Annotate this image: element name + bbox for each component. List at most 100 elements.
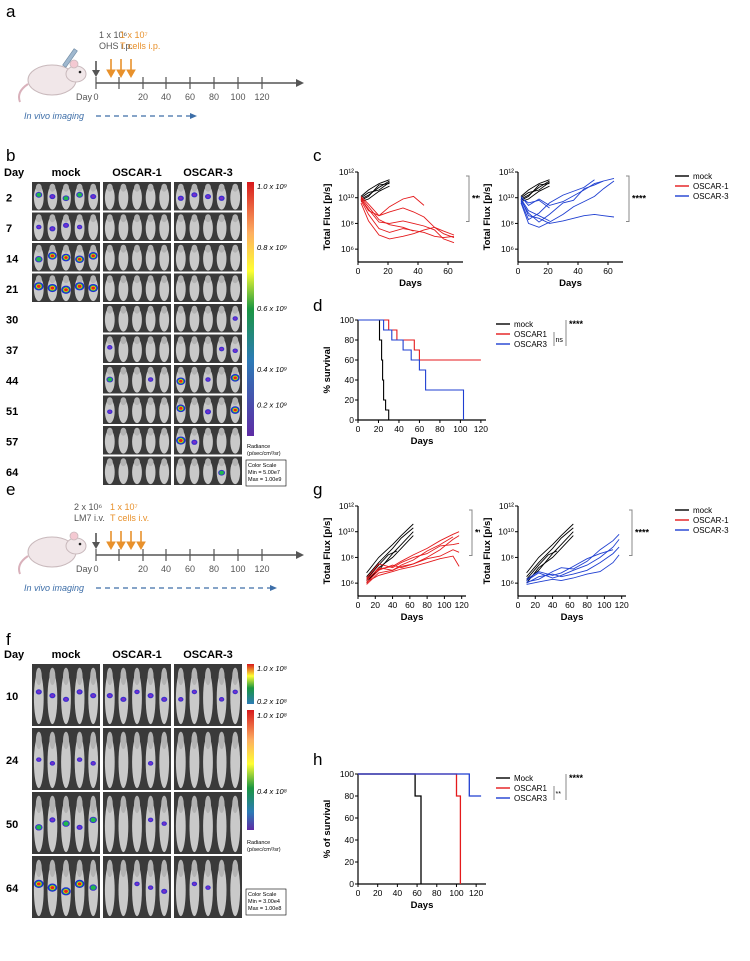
y-axis-label: % survival bbox=[322, 347, 333, 394]
panel-letter-g: g bbox=[313, 480, 323, 499]
series-line bbox=[360, 197, 414, 232]
x-tick-label: 60 bbox=[415, 424, 425, 434]
tumor-dose: 2 x 10⁶ bbox=[74, 502, 103, 512]
tumor-route: OHS i.p. bbox=[99, 41, 133, 51]
x-tick-label: 40 bbox=[393, 888, 403, 898]
y-tick-label: 10⁸ bbox=[501, 218, 514, 228]
mouse-image bbox=[103, 243, 171, 272]
series-line bbox=[366, 555, 460, 583]
timeline-tick: 40 bbox=[161, 564, 171, 574]
legend-entry: OSCAR-1 bbox=[693, 516, 729, 525]
series-line bbox=[366, 531, 414, 581]
mouse-image bbox=[103, 395, 171, 424]
y-tick-label: 40 bbox=[345, 375, 355, 385]
series-line bbox=[526, 527, 574, 577]
timeline-tick: 120 bbox=[254, 92, 269, 102]
mouse-image bbox=[103, 334, 171, 363]
radiance-label: Radiance bbox=[247, 444, 270, 450]
series-line bbox=[366, 550, 398, 580]
x-tick-label: 40 bbox=[413, 266, 423, 276]
day-label: 14 bbox=[6, 253, 19, 265]
color-scale-text: Max = 1.00e9 bbox=[248, 477, 281, 483]
timeline-tick: 80 bbox=[209, 92, 219, 102]
tumor-injection-arrow bbox=[92, 61, 100, 77]
series-line bbox=[360, 179, 390, 197]
mouse-image bbox=[103, 273, 171, 302]
y-axis-label: Total Flux [p/s] bbox=[322, 518, 333, 585]
series-line bbox=[366, 535, 460, 584]
x-tick-label: 60 bbox=[603, 266, 613, 276]
x-tick-label: 80 bbox=[432, 888, 442, 898]
x-tick-label: 60 bbox=[443, 266, 453, 276]
legend-entry: OSCAR3 bbox=[514, 340, 547, 349]
series-line bbox=[360, 195, 425, 217]
significance-label: **** bbox=[632, 194, 647, 204]
series-line bbox=[360, 196, 455, 239]
x-tick-label: 100 bbox=[449, 888, 463, 898]
panel-letter-c: c bbox=[313, 146, 322, 165]
series-line bbox=[526, 550, 558, 580]
day-header: Day bbox=[4, 167, 25, 179]
mouse-image bbox=[174, 304, 242, 333]
x-tick-label: 60 bbox=[405, 600, 415, 610]
series-line bbox=[358, 319, 481, 361]
day-label: 2 bbox=[6, 192, 12, 204]
tcell-route: T cells i.p. bbox=[120, 41, 160, 51]
y-tick-label: 10¹⁰ bbox=[338, 193, 354, 203]
x-tick-label: 100 bbox=[597, 600, 611, 610]
mouse-icon bbox=[18, 531, 87, 575]
day-header: Day bbox=[4, 649, 25, 661]
color-scale-label: 1.0 x 10⁹ bbox=[257, 182, 287, 191]
x-axis-label: Days bbox=[399, 278, 422, 289]
y-axis-label: % of survival bbox=[322, 800, 333, 859]
series-line bbox=[358, 773, 482, 797]
group-header: OSCAR-1 bbox=[112, 649, 162, 661]
significance-label: ** bbox=[556, 791, 562, 798]
day-label: 30 bbox=[6, 314, 18, 326]
x-tick-label: 40 bbox=[388, 600, 398, 610]
color-scale-label: 1.0 x 10⁸ bbox=[257, 711, 287, 720]
timeline-tick: 60 bbox=[185, 564, 195, 574]
imaging-label: In vivo imaging bbox=[24, 111, 84, 121]
series-line bbox=[358, 319, 390, 420]
group-header: mock bbox=[52, 167, 82, 179]
group-header: OSCAR-1 bbox=[112, 167, 162, 179]
x-tick-label: 0 bbox=[516, 600, 521, 610]
day-label: 50 bbox=[6, 819, 18, 831]
series-line bbox=[360, 198, 455, 244]
series-line bbox=[520, 179, 550, 197]
mouse-image bbox=[103, 182, 171, 211]
mouse-image bbox=[174, 212, 242, 241]
series-line bbox=[366, 531, 460, 580]
series-line bbox=[520, 180, 604, 206]
mouse-image bbox=[103, 304, 171, 333]
y-tick-label: 10¹² bbox=[339, 501, 354, 511]
x-axis-label: Days bbox=[401, 612, 424, 623]
y-tick-label: 10⁶ bbox=[341, 244, 354, 254]
x-tick-label: 100 bbox=[437, 600, 451, 610]
panel-letter-f: f bbox=[6, 630, 11, 649]
color-scale-box bbox=[245, 459, 287, 487]
x-axis-label: Days bbox=[411, 900, 434, 911]
significance-bracket bbox=[469, 509, 473, 556]
timeline-tick: 20 bbox=[138, 564, 148, 574]
mouse-image bbox=[32, 273, 100, 302]
color-scale-bar bbox=[247, 182, 254, 436]
x-tick-label: 120 bbox=[455, 600, 469, 610]
mouse-image bbox=[174, 426, 242, 455]
color-scale-label: 0.2 x 10⁹ bbox=[257, 400, 287, 409]
day-label: 64 bbox=[6, 883, 19, 895]
mouse-image bbox=[32, 182, 100, 211]
y-tick-label: 20 bbox=[345, 857, 355, 867]
series-line bbox=[360, 200, 455, 239]
series-line bbox=[526, 554, 620, 585]
x-tick-label: 120 bbox=[615, 600, 629, 610]
x-tick-label: 40 bbox=[394, 424, 404, 434]
day-label: 7 bbox=[6, 223, 12, 235]
day-label: 51 bbox=[6, 406, 18, 418]
